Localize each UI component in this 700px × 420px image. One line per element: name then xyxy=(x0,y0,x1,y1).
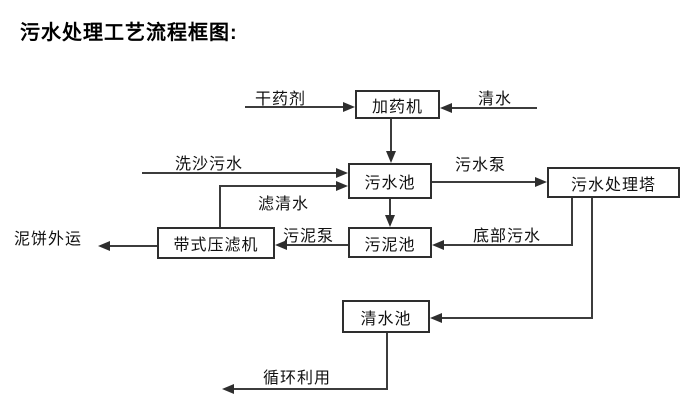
edge-label-dry-chemical: 干药剂 xyxy=(255,91,307,108)
edge-sewage-pump-line xyxy=(432,181,536,183)
edge-sludge-pump-line xyxy=(287,244,348,246)
arrowhead-right-icon xyxy=(535,177,547,187)
node-clean-water-pool: 清水池 xyxy=(342,300,430,333)
node-sludge-pool: 污泥池 xyxy=(348,227,432,258)
arrowhead-right-icon xyxy=(336,181,348,191)
edge-label-filtered-water: 滤清水 xyxy=(258,196,310,213)
node-sewage-pool-label: 污水池 xyxy=(364,175,416,192)
edge-label-sludge-pump: 污泥泵 xyxy=(283,228,335,245)
arrowhead-down-icon xyxy=(386,151,396,163)
node-dosing-machine: 加药机 xyxy=(355,90,440,119)
edge-recycle-line xyxy=(234,388,388,390)
edge-recycle-riser xyxy=(386,333,388,390)
edge-mud-cake-line xyxy=(110,245,157,247)
edge-dry-chemical-line xyxy=(245,106,345,108)
node-sludge-pool-label: 污泥池 xyxy=(364,236,416,254)
arrowhead-left-icon xyxy=(275,240,287,250)
arrowhead-left-icon xyxy=(98,241,110,251)
arrowhead-right-icon xyxy=(336,168,348,178)
edge-label-mud-cake-out: 泥饼外运 xyxy=(14,231,83,248)
edge-clean-water-line xyxy=(452,107,537,109)
edge-label-bottom-sewage: 底部污水 xyxy=(473,228,542,245)
edge-sand-washing-line xyxy=(142,172,338,174)
edge-label-recycle: 循环利用 xyxy=(263,370,332,387)
edge-tower-to-clean-line xyxy=(442,317,593,319)
edge-dosing-to-sewage-line xyxy=(390,119,392,152)
node-sewage-pool: 污水池 xyxy=(348,163,432,199)
node-clean-water-pool-label: 清水池 xyxy=(360,310,412,328)
node-belt-filter-press: 带式压滤机 xyxy=(157,227,275,259)
arrowhead-down-icon xyxy=(385,215,395,227)
edge-bottom-sewage-line xyxy=(444,244,573,246)
edge-tower-to-clean-riser xyxy=(591,198,593,319)
arrowhead-left-icon xyxy=(430,313,442,323)
edge-sewage-to-sludge-line xyxy=(389,199,391,216)
edge-label-clean-water: 清水 xyxy=(478,91,513,108)
page-title: 污水处理工艺流程框图: xyxy=(20,22,238,44)
edge-label-sand-washing-sewage: 洗沙污水 xyxy=(175,156,244,173)
edge-bottom-sewage-riser xyxy=(571,198,573,246)
edge-filtered-water-line xyxy=(219,185,338,187)
node-belt-filter-press-label: 带式压滤机 xyxy=(173,237,259,254)
arrowhead-left-icon xyxy=(432,240,444,250)
arrowhead-left-icon xyxy=(222,384,234,394)
edge-label-sewage-pump: 污水泵 xyxy=(455,157,507,174)
arrowhead-left-icon xyxy=(440,103,452,113)
node-dosing-machine-label: 加药机 xyxy=(371,98,423,116)
edge-filtered-water-riser xyxy=(219,185,221,227)
node-treatment-tower-label: 污水处理塔 xyxy=(570,176,656,194)
arrowhead-right-icon xyxy=(343,102,355,112)
node-treatment-tower: 污水处理塔 xyxy=(547,167,680,198)
